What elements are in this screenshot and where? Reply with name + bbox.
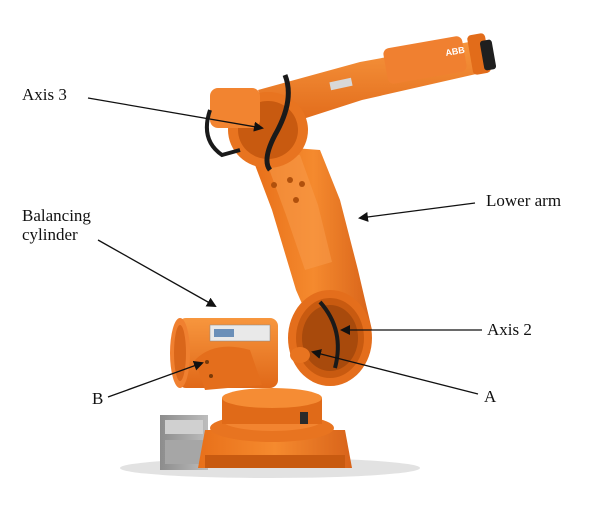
label-axis3: Axis 3 [22, 85, 67, 104]
label-balancing-line1: Balancing [22, 206, 91, 225]
upper-arm: ABB [258, 33, 497, 128]
robot-base [198, 388, 352, 468]
arrow-axis3 [87, 97, 264, 132]
balancing-cylinder [170, 318, 278, 390]
arrow-b [107, 361, 204, 398]
arrow-balancing [97, 239, 217, 307]
label-point-a: A [484, 387, 497, 406]
arrow-a [311, 349, 479, 395]
axis2-joint [288, 290, 372, 386]
label-balancing-cylinder: Balancing cylinder [22, 206, 91, 244]
label-lower-arm: Lower arm [486, 191, 562, 210]
label-axis2: Axis 2 [487, 320, 532, 339]
arrow-lower-arm [358, 202, 476, 222]
axis3-joint [205, 74, 308, 172]
abb-logo: ABB [445, 45, 466, 58]
label-balancing-line2: cylinder [22, 225, 78, 244]
label-point-b: B [92, 389, 104, 408]
